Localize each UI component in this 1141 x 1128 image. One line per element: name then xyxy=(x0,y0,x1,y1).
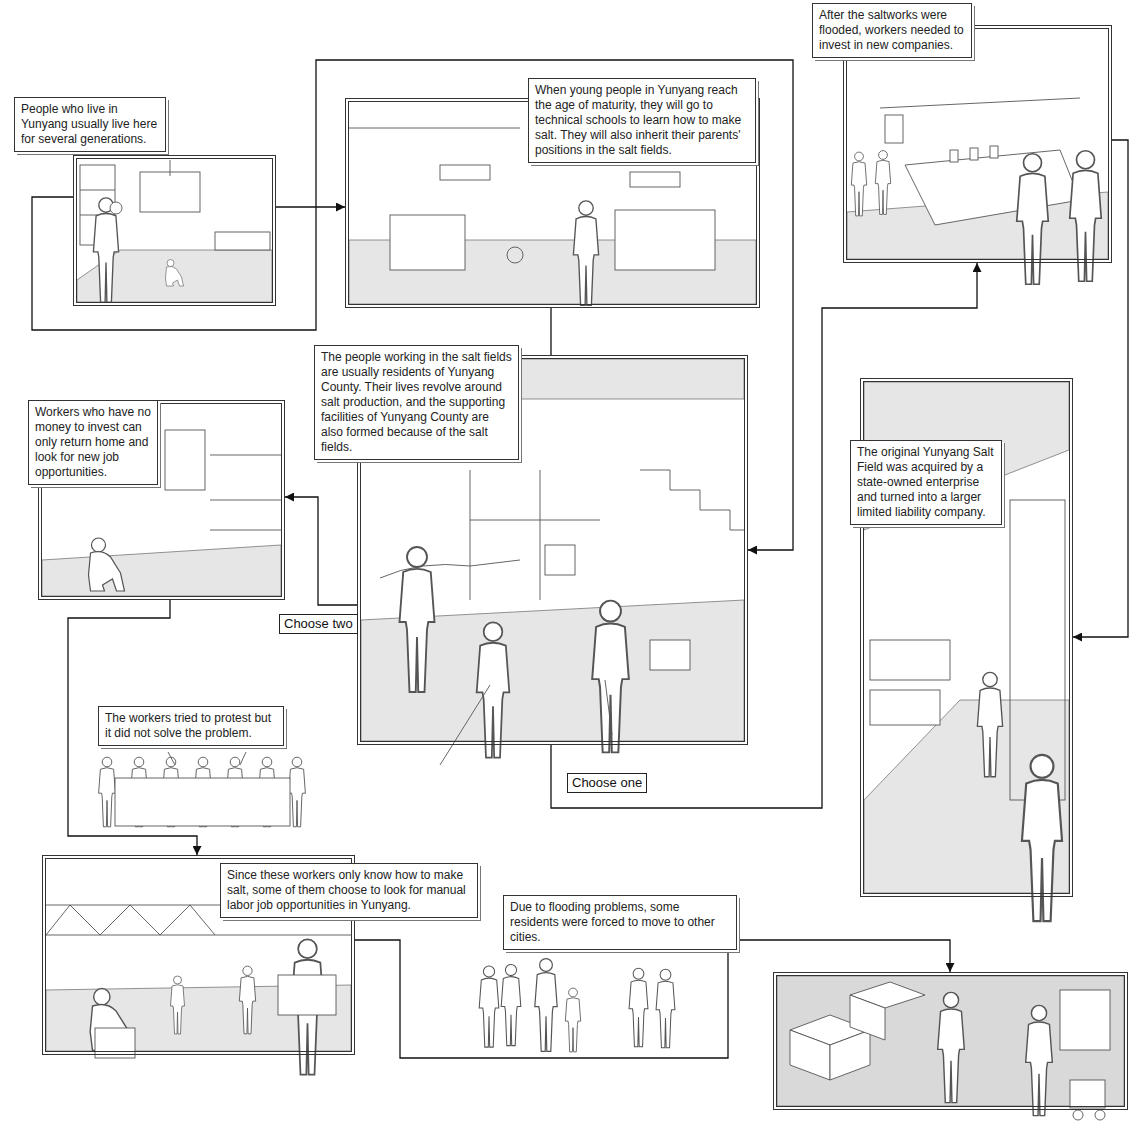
callout-text: When young people in Yunyang reach the a… xyxy=(528,78,756,163)
callout-text: After the saltworks were flooded, worker… xyxy=(812,3,972,58)
worker-figure xyxy=(477,622,510,757)
person-figure xyxy=(977,672,1002,776)
edge-label: Choose two xyxy=(279,614,358,634)
meeting-table xyxy=(905,150,1080,225)
scene-panel xyxy=(773,972,1128,1110)
resident-figure xyxy=(656,969,675,1047)
shelf-line xyxy=(80,190,115,191)
connector xyxy=(285,497,357,605)
ceiling-light xyxy=(880,98,1080,108)
box xyxy=(650,640,690,670)
callout-text: The original Yunyang Salt Field was acqu… xyxy=(850,440,1002,525)
person-figure xyxy=(875,151,890,215)
shelf xyxy=(210,455,281,456)
connector xyxy=(550,308,551,355)
resident-figure xyxy=(938,992,965,1102)
chair xyxy=(507,247,523,263)
desk xyxy=(615,210,715,270)
callout-text: People who live in Yunyang usually live … xyxy=(14,97,166,152)
stairs xyxy=(640,470,744,530)
resident-figure xyxy=(1026,1005,1053,1115)
banner xyxy=(115,778,290,826)
panel xyxy=(545,545,575,575)
tool xyxy=(440,685,490,765)
edge-label: Choose one xyxy=(567,773,647,793)
scene-panel: Since these workers only know how to mak… xyxy=(42,855,355,1055)
student-figure xyxy=(573,201,598,305)
callout-text: Since these workers only know how to mak… xyxy=(220,863,478,918)
scene-panel: After the saltworks were flooded, worker… xyxy=(843,25,1112,263)
hazmat-figure xyxy=(592,601,629,753)
desk xyxy=(390,215,465,270)
callout-text: Workers who have no money to invest can … xyxy=(28,400,158,485)
raised-arm xyxy=(240,752,246,765)
building xyxy=(850,995,885,1040)
building xyxy=(1060,990,1110,1050)
child-figure xyxy=(110,202,122,214)
person-figure xyxy=(851,152,866,216)
caption-text: The workers tried to protest but it did … xyxy=(105,711,277,741)
baby-figure xyxy=(166,260,184,287)
building xyxy=(790,1030,830,1080)
box xyxy=(278,975,336,1015)
resident-figure xyxy=(501,964,521,1045)
ceiling-line xyxy=(349,128,520,129)
shelf xyxy=(210,530,281,531)
shelf xyxy=(210,500,281,501)
screen xyxy=(885,115,903,143)
resident-figure xyxy=(629,968,648,1046)
callout-text: The people working in the salt fields ar… xyxy=(314,345,519,460)
desk xyxy=(870,690,940,725)
air-conditioner xyxy=(440,165,490,180)
stroller xyxy=(1070,1080,1105,1108)
protester-figure xyxy=(289,757,306,827)
floor xyxy=(42,545,281,596)
resident-figure xyxy=(565,988,580,1052)
truss xyxy=(46,935,351,936)
frame xyxy=(540,470,541,600)
raised-arm xyxy=(168,752,175,765)
window xyxy=(140,172,200,212)
scene-panel: The original Yunyang Salt Field was acqu… xyxy=(860,378,1073,897)
chair xyxy=(950,150,958,162)
worker-figure xyxy=(400,547,435,692)
resident-figure xyxy=(535,959,557,1052)
protester-figure xyxy=(99,757,116,827)
connector xyxy=(1073,140,1128,637)
worker-figure xyxy=(171,976,185,1034)
connector xyxy=(551,263,977,808)
chair xyxy=(970,148,978,160)
scene-panel: When young people in Yunyang reach the a… xyxy=(345,98,760,308)
desk xyxy=(870,640,950,680)
stroller-wheel xyxy=(1095,1110,1105,1120)
caption-box: The workers tried to protest but it did … xyxy=(98,706,284,746)
person-figure xyxy=(1017,154,1049,285)
scene-panel: People who live in Yunyang usually live … xyxy=(73,155,276,306)
sofa xyxy=(215,232,270,250)
scene-panel: The people working in the salt fields ar… xyxy=(357,355,748,745)
resident-figure xyxy=(479,966,499,1047)
lamp xyxy=(170,160,171,176)
caption-text: Due to flooding problems, some residents… xyxy=(510,900,730,945)
frame xyxy=(470,520,600,521)
air-conditioner xyxy=(630,172,680,187)
truss xyxy=(46,905,215,935)
stroller-wheel xyxy=(1073,1110,1083,1120)
connector xyxy=(355,940,950,1058)
caption-box: Due to flooding problems, some residents… xyxy=(503,895,737,950)
scene-panel: Workers who have no money to invest can … xyxy=(38,400,285,600)
chair xyxy=(990,146,998,158)
pipe xyxy=(380,560,520,578)
window xyxy=(165,430,205,490)
connector xyxy=(276,206,345,207)
building xyxy=(830,1030,870,1080)
worker-figure xyxy=(239,966,255,1034)
tool xyxy=(605,680,612,735)
frame xyxy=(470,470,471,600)
worker-figure xyxy=(89,538,125,591)
